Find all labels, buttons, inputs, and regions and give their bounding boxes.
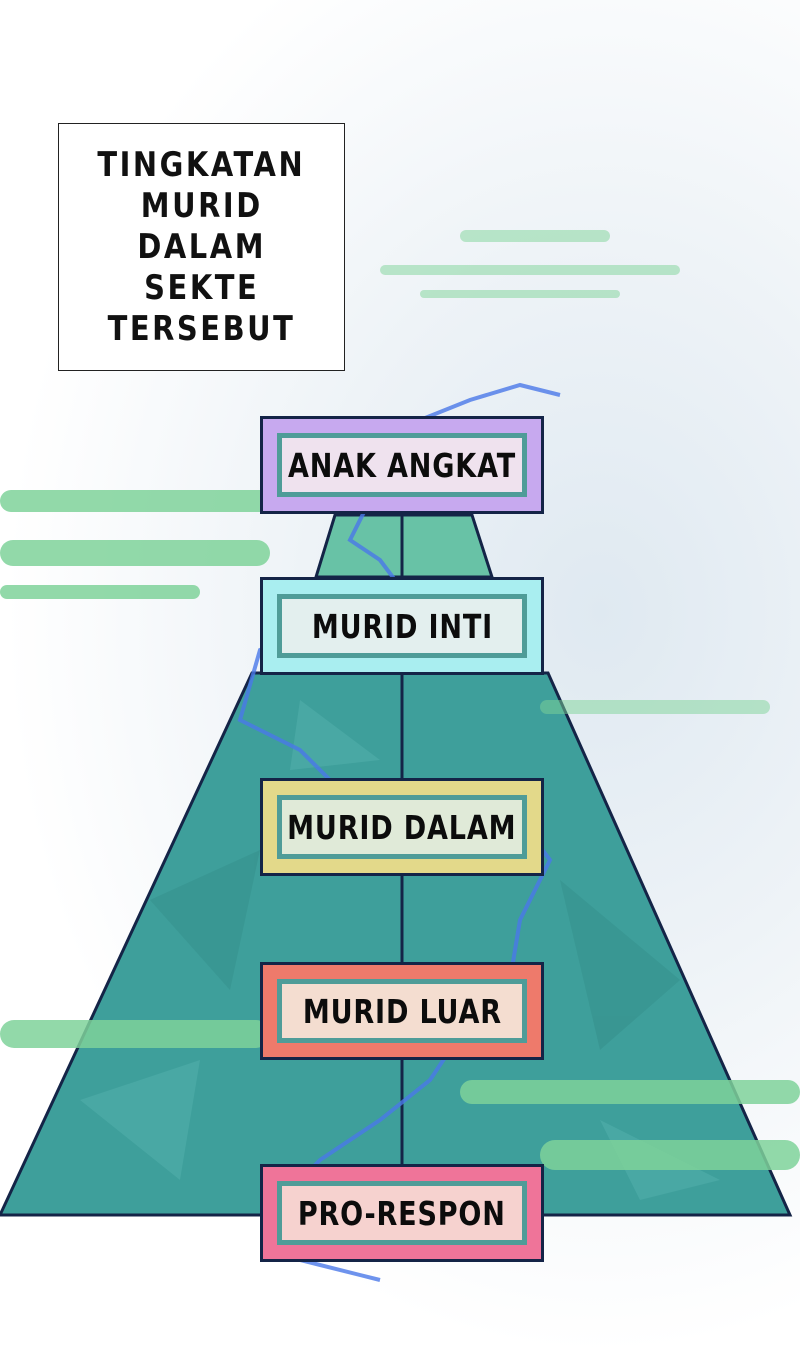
caption-line: DALAM bbox=[137, 226, 266, 267]
tier-anak-angkat: ANAK ANGKAT bbox=[260, 416, 544, 514]
pyramid-top-segment bbox=[313, 513, 495, 579]
tier-label: MURID LUAR bbox=[302, 991, 502, 1031]
tier-label: MURID DALAM bbox=[287, 807, 517, 847]
caption-box: TINGKATAN MURID DALAM SEKTE TERSEBUT bbox=[58, 123, 345, 371]
caption-line: TINGKATAN bbox=[97, 144, 306, 185]
tier-murid-dalam: MURID DALAM bbox=[260, 778, 544, 876]
tier-label: MURID INTI bbox=[311, 606, 493, 646]
tier-label: PRO-RESPON bbox=[298, 1193, 506, 1233]
caption-line: TERSEBUT bbox=[107, 308, 296, 349]
tier-label: ANAK ANGKAT bbox=[287, 445, 517, 485]
tier-murid-inti: MURID INTI bbox=[260, 577, 544, 675]
tier-murid-luar: MURID LUAR bbox=[260, 962, 544, 1060]
caption-line: MURID bbox=[140, 185, 263, 226]
pyramid-body bbox=[0, 671, 793, 1217]
tier-pro-respon: PRO-RESPON bbox=[260, 1164, 544, 1262]
caption-line: SEKTE bbox=[143, 267, 260, 308]
